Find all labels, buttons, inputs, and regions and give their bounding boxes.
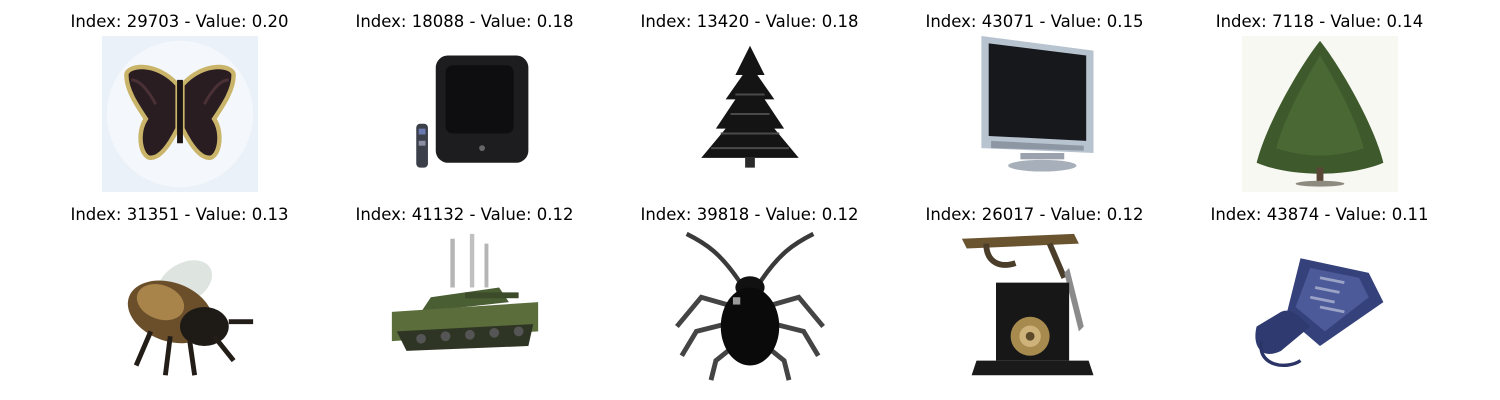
flat-television-image xyxy=(957,36,1113,192)
desk-telephone-image xyxy=(1242,229,1398,385)
panel-title: Index: 31351 - Value: 0.13 xyxy=(70,205,289,224)
panel-bee: Index: 31351 - Value: 0.13 xyxy=(37,193,322,385)
panel-pine-tree: Index: 13420 - Value: 0.18 xyxy=(607,0,892,192)
panel-title: Index: 43874 - Value: 0.11 xyxy=(1210,205,1429,224)
panel-title: Index: 39818 - Value: 0.12 xyxy=(640,205,859,224)
panel-title: Index: 29703 - Value: 0.20 xyxy=(70,12,289,31)
panel-tank: Index: 41132 - Value: 0.12 xyxy=(322,193,607,385)
panel-title: Index: 26017 - Value: 0.12 xyxy=(925,205,1144,224)
butterfly-image xyxy=(102,36,258,192)
bee-image xyxy=(102,229,258,385)
panel-title: Index: 13420 - Value: 0.18 xyxy=(640,12,859,31)
panel-green-tree: Index: 7118 - Value: 0.14 xyxy=(1177,0,1462,192)
panel-crt-television: Index: 18088 - Value: 0.18 xyxy=(322,0,607,192)
panel-desk-telephone: Index: 43874 - Value: 0.11 xyxy=(1177,193,1462,385)
panel-title: Index: 7118 - Value: 0.14 xyxy=(1215,12,1424,31)
panel-title: Index: 43071 - Value: 0.15 xyxy=(925,12,1144,31)
pine-tree-image xyxy=(672,36,828,192)
vintage-telephone-image xyxy=(957,229,1113,385)
panel-butterfly: Index: 29703 - Value: 0.20 xyxy=(37,0,322,192)
panel-title: Index: 41132 - Value: 0.12 xyxy=(355,205,574,224)
panel-beetle: Index: 39818 - Value: 0.12 xyxy=(607,193,892,385)
beetle-image xyxy=(672,229,828,385)
green-tree-image xyxy=(1242,36,1398,192)
panel-title: Index: 18088 - Value: 0.18 xyxy=(355,12,574,31)
tank-image xyxy=(387,229,543,385)
panel-vintage-telephone: Index: 26017 - Value: 0.12 xyxy=(892,193,1177,385)
crt-television-image xyxy=(387,36,543,192)
panel-flat-television: Index: 43071 - Value: 0.15 xyxy=(892,0,1177,192)
